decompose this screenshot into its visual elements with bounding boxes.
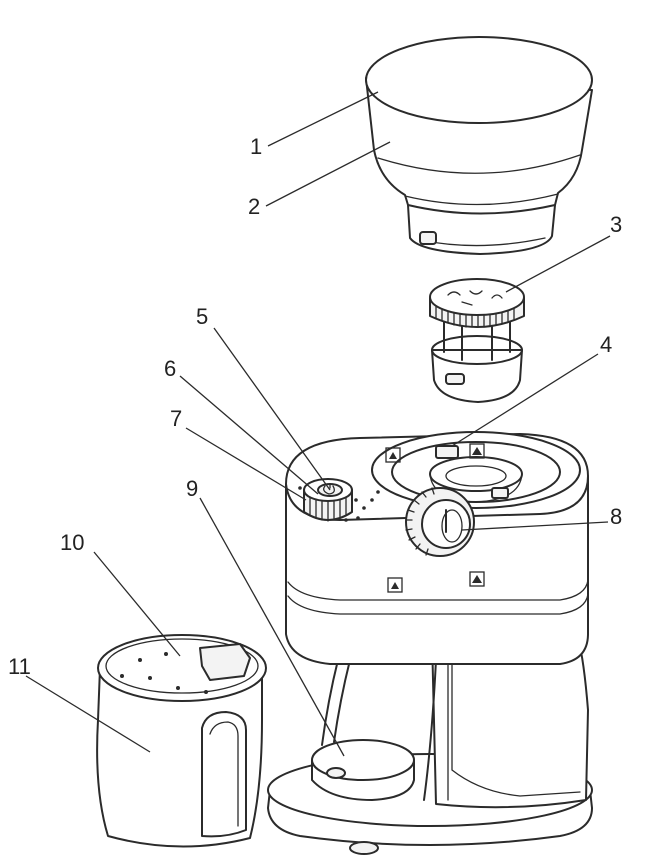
bean-hopper [365,36,593,255]
callout-leaders [25,91,611,757]
callout-2: 2 [248,194,260,219]
grinder-body [267,431,593,855]
timer-dial [298,478,380,522]
callout-6: 6 [164,356,176,381]
callout-5: 5 [196,304,208,329]
hopper-lid [365,36,593,124]
upper-burr-assembly [429,278,525,403]
callout-11: 11 [8,654,31,679]
callout-4: 4 [600,332,612,357]
callout-8: 8 [610,504,622,529]
callout-7: 7 [170,406,182,431]
grind-size-knob [385,443,485,593]
callout-3: 3 [610,212,622,237]
hopper-lock-slot [435,445,459,459]
grounds-container [96,634,267,848]
callout-numbers: 1 2 3 4 5 6 7 8 9 10 11 [8,134,622,679]
callout-1: 1 [250,134,262,159]
callout-9: 9 [186,476,198,501]
hopper-latch-tab [419,231,437,245]
callout-10: 10 [60,530,84,555]
